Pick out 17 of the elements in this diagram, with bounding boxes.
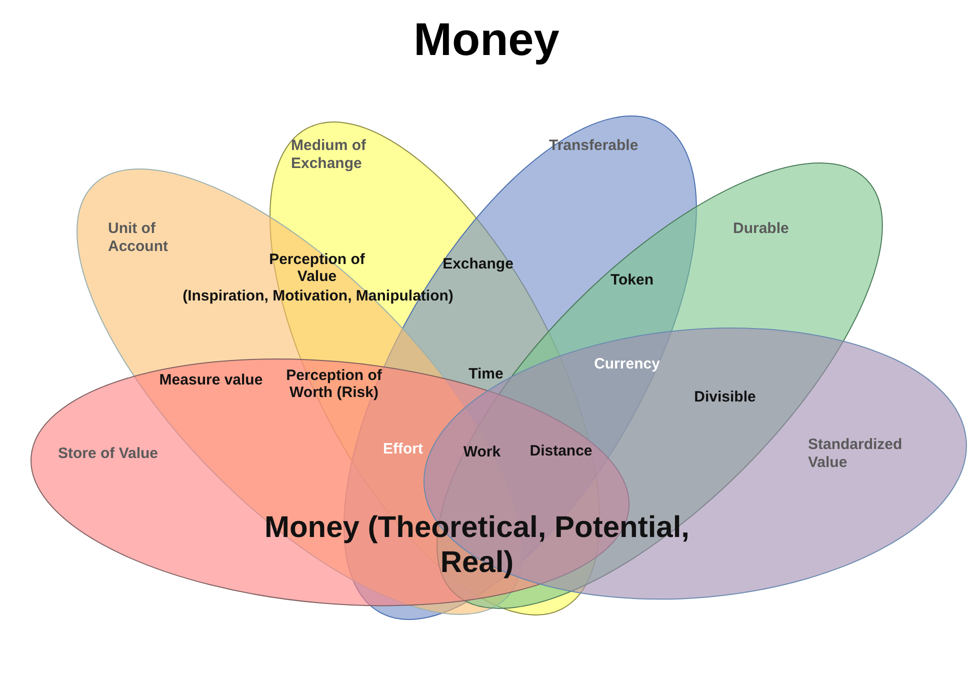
region-label: Token (609, 272, 655, 288)
region-label: Perception of Worth (Risk) (285, 367, 383, 401)
set-label: Unit of Account (108, 220, 169, 256)
set-label: Standardized Value (808, 436, 904, 472)
region-label: Currency (593, 356, 661, 372)
region-label: Effort (382, 440, 424, 458)
region-label: Time (468, 366, 504, 382)
region-label: Distance (528, 442, 594, 460)
set-label: Store of Value (58, 444, 160, 463)
diagram-title: Money (414, 12, 560, 66)
region-label: Exchange (442, 256, 514, 272)
region-label: Perception of Value (268, 251, 366, 285)
set-label: Medium of Exchange (290, 136, 367, 173)
set-label: Durable (732, 220, 790, 238)
region-label: Divisible (693, 388, 757, 406)
region-label: Work (462, 444, 502, 460)
region-label: Measure value (158, 372, 264, 388)
